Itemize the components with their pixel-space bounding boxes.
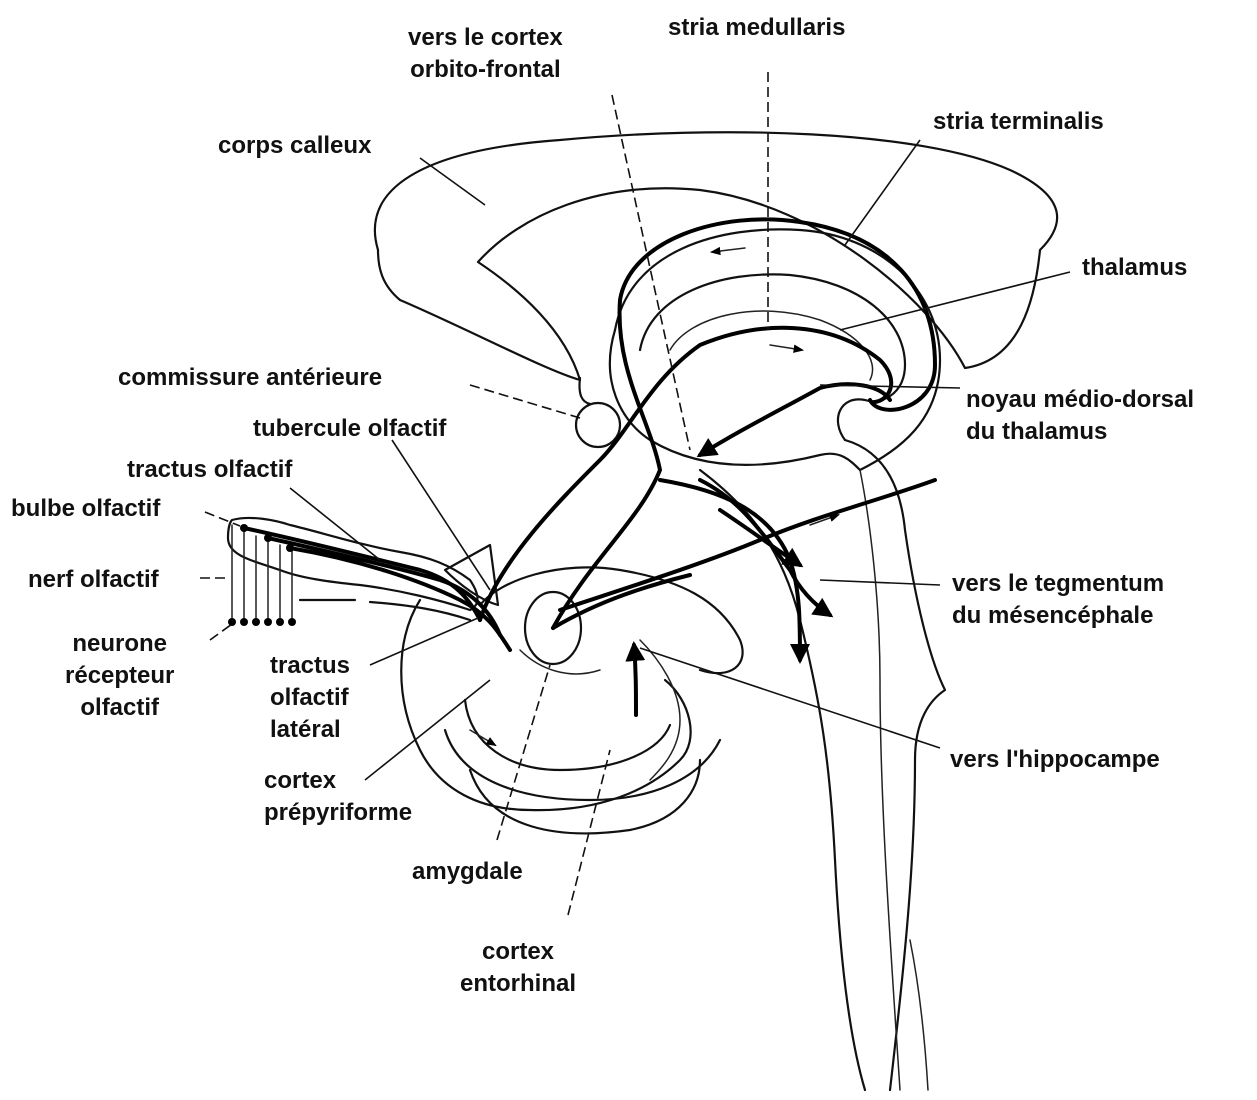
label-hippocampe: vers l'hippocampe (950, 744, 1160, 776)
label-amygdale: amygdale (412, 856, 523, 888)
medio-dorsal-path (700, 384, 890, 455)
label-bulbe-olfactif: bulbe olfactif (11, 493, 160, 525)
label-cortex-entorhinal: cortexentorhinal (460, 936, 576, 1000)
label-tractus-olfactif-lateral: tractusolfactiflatéral (270, 650, 350, 746)
label-thalamus: thalamus (1082, 252, 1187, 284)
hippocampe-path (634, 645, 636, 715)
leader-stria-terminalis (845, 140, 920, 245)
label-commissure-anterieure: commissure antérieure (118, 362, 382, 394)
lower-temporal (470, 760, 700, 833)
label-tractus-olfactif: tractus olfactif (127, 454, 292, 486)
leader-corps-calleux (420, 158, 485, 205)
corps-calleux-shape (375, 132, 1057, 380)
hippocampus-outline (465, 700, 670, 770)
label-tegmentum: vers le tegmentumdu mésencéphale (952, 568, 1164, 632)
label-stria-terminalis: stria terminalis (933, 106, 1104, 138)
leader-orbito-frontal (612, 95, 690, 450)
leader-tegmentum (820, 580, 940, 585)
label-corps-calleux: corps calleux (218, 130, 371, 162)
leader-neurone (210, 624, 232, 640)
fornix-outline (615, 229, 940, 470)
label-stria-medullaris: stria medullaris (668, 12, 845, 44)
label-neurone-recepteur: neuronerécepteurolfactif (65, 628, 174, 724)
temporal-lobe-outline (401, 600, 690, 810)
label-orbito-frontal: vers le cortexorbito-frontal (408, 22, 563, 86)
amygdala-to-stem-path (560, 480, 935, 610)
leader-commissure (470, 385, 580, 418)
leader-hippocampe (640, 648, 940, 748)
brainstem-outline (845, 440, 945, 1090)
tegmentum-path-2 (700, 480, 830, 615)
leader-tractus-lateral (370, 618, 478, 665)
stria-terminalis-path (553, 219, 935, 628)
label-tubercule-olfactif: tubercule olfactif (253, 413, 446, 445)
commissure-anterieure-shape (576, 403, 620, 447)
label-noyau-medio-dorsal: noyau médio-dorsaldu thalamus (966, 384, 1194, 448)
label-nerf-olfactif: nerf olfactif (28, 564, 159, 596)
label-cortex-prepyriforme: cortexprépyriforme (264, 765, 412, 829)
leader-thalamus (840, 272, 1070, 330)
